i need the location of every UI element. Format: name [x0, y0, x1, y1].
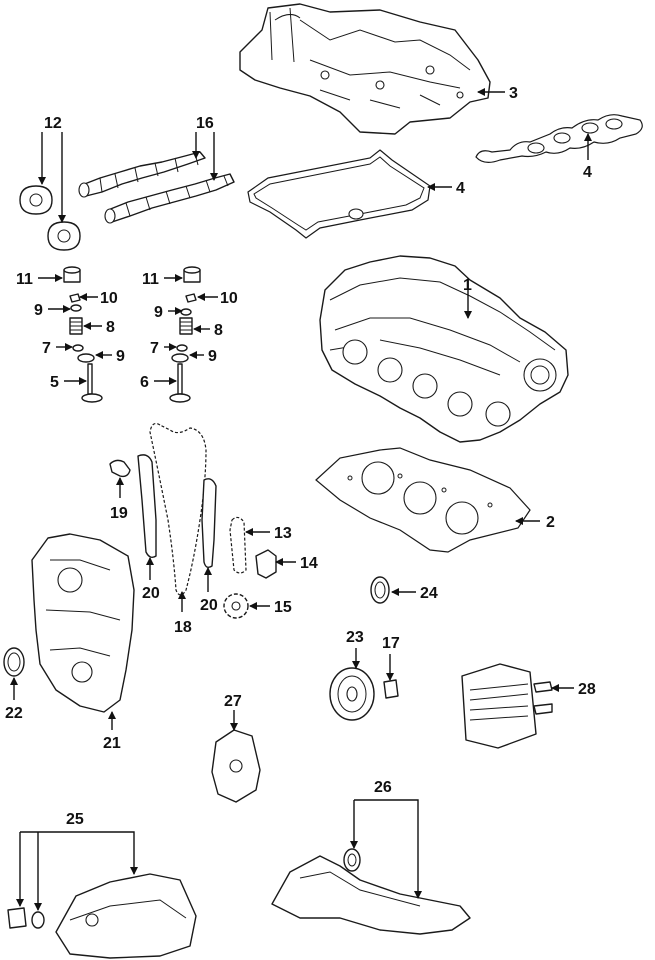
callout-8-left: 8: [106, 319, 115, 336]
crank-bolt-part: [383, 679, 399, 699]
cam-phasers-part: [19, 185, 81, 251]
crank-pulley-part: [329, 667, 375, 721]
intake-manifold-part: [239, 3, 491, 135]
rear-seal-part: [370, 576, 390, 604]
callout-10-left: 10: [100, 290, 118, 307]
tensioner-part: [255, 549, 277, 579]
callout-22: 22: [5, 705, 23, 722]
callout-12: 12: [44, 115, 62, 132]
callout-1: 1: [463, 277, 472, 294]
intake-gasket-part: [475, 114, 643, 163]
oil-pump-part: [211, 729, 261, 803]
camshafts-part: [78, 151, 235, 224]
callout-26: 26: [374, 779, 392, 796]
callout-3: 3: [509, 85, 518, 102]
callout-18: 18: [174, 619, 192, 636]
callout-24: 24: [420, 585, 438, 602]
callout-17: 17: [382, 635, 400, 652]
callout-9-upper-left: 9: [34, 302, 43, 319]
cylinder-head-part: [319, 255, 569, 443]
oil-pickup-part: [271, 848, 471, 935]
callout-2: 2: [546, 514, 555, 531]
callout-9-lower-right: 9: [208, 348, 217, 365]
callout-4-cover-gasket: 4: [456, 180, 465, 197]
callout-11-right: 11: [142, 271, 159, 288]
callout-13: 13: [274, 525, 292, 542]
chain-guides-part: [137, 454, 217, 569]
callout-16: 16: [196, 115, 214, 132]
callout-23: 23: [346, 629, 364, 646]
callout-28: 28: [578, 681, 596, 698]
callout-21: 21: [103, 735, 121, 752]
valvetrain-left-part: [63, 266, 103, 403]
callout-6: 6: [140, 374, 149, 391]
callout-14: 14: [300, 555, 318, 572]
callout-9-lower-left: 9: [116, 348, 125, 365]
callout-7-left: 7: [42, 340, 51, 357]
valve-cover-gasket-part: [247, 149, 431, 239]
callout-5: 5: [50, 374, 59, 391]
valvetrain-right-part: [169, 266, 201, 403]
callout-10-right: 10: [220, 290, 238, 307]
callout-25: 25: [66, 811, 84, 828]
oil-pan-part: [7, 873, 197, 959]
oil-cooler-part: [461, 663, 553, 749]
callout-20-left: 20: [142, 585, 160, 602]
callout-27: 27: [224, 693, 242, 710]
callout-7-right: 7: [150, 340, 159, 357]
front-seal-part: [3, 647, 25, 677]
head-gasket-part: [315, 447, 531, 553]
callout-leaders: [10, 88, 592, 911]
timing-cover-part: [31, 533, 135, 713]
callout-11-left: 11: [16, 271, 33, 288]
callout-8-right: 8: [214, 322, 223, 339]
chain-part-19: [109, 459, 131, 478]
callout-19: 19: [110, 505, 128, 522]
callout-15: 15: [274, 599, 292, 616]
timing-chain-part: [149, 422, 207, 596]
callout-9-upper-right: 9: [154, 304, 163, 321]
callout-4-intake-gasket: 4: [583, 164, 592, 181]
small-chain-part: [229, 516, 247, 574]
callout-labels: 1 2 3 4 4 5 6 7 7 8 8 9 9 9 9 10 10 11 1…: [5, 85, 596, 828]
sprocket-part: [223, 593, 249, 619]
callout-20-right: 20: [200, 597, 218, 614]
